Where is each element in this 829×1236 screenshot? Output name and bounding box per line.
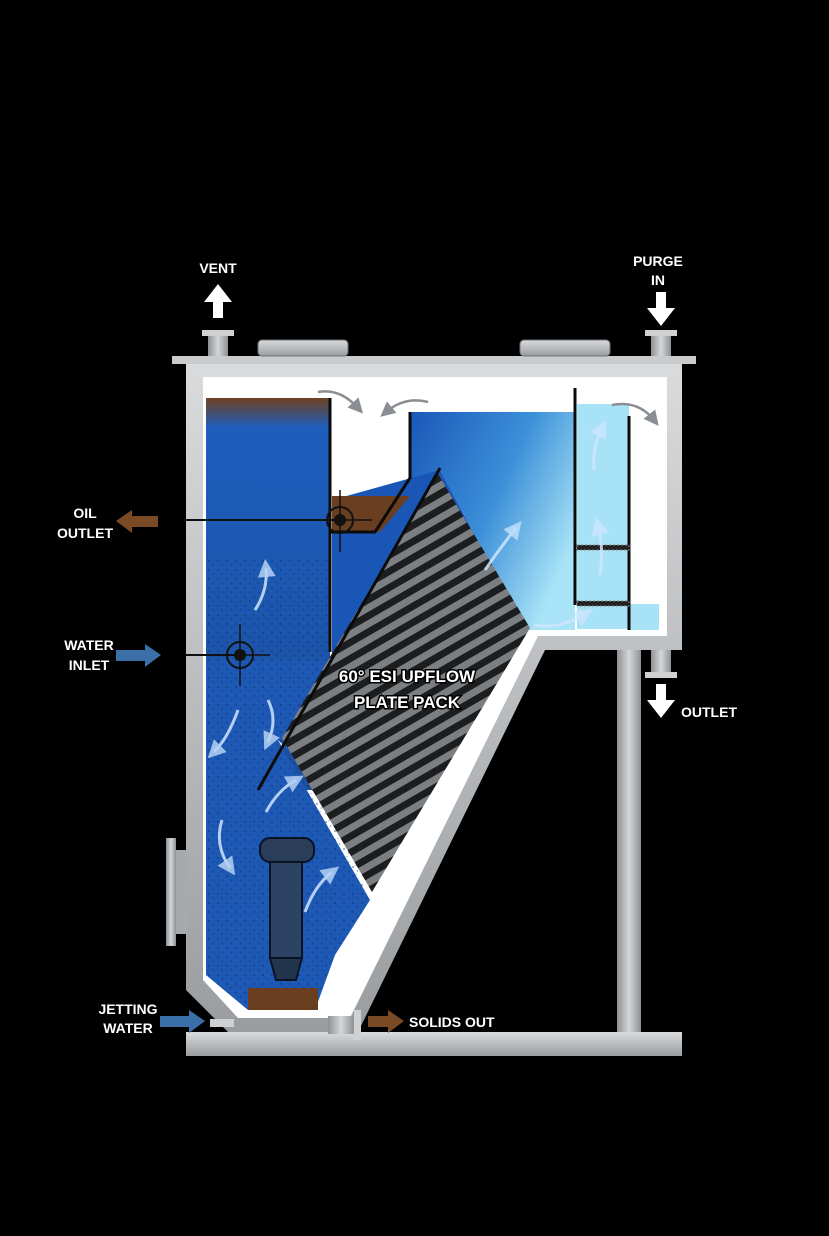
- side-flange: [166, 838, 176, 946]
- purge-label-1: PURGE: [633, 253, 683, 269]
- solids-out-arrow-icon: [368, 1010, 404, 1033]
- water-inlet-arrow-icon: [116, 644, 161, 667]
- outlet-bay-water: [629, 604, 659, 630]
- solids-out-label: SOLIDS OUT: [409, 1014, 495, 1030]
- vent-label: VENT: [199, 260, 237, 276]
- outlet-box-water: [577, 404, 629, 629]
- vent-arrow-icon: [204, 284, 232, 318]
- purge-label-2: IN: [651, 272, 665, 288]
- jetting-nozzle: [210, 1019, 234, 1027]
- support-leg: [617, 650, 641, 1032]
- plate-pack-label-1: 60° ESI UPFLOW: [339, 667, 476, 686]
- vent-nozzle: [202, 330, 234, 356]
- oil-outlet-label-1: OIL: [73, 505, 97, 521]
- base-rail: [186, 1032, 682, 1056]
- top-plate: [172, 356, 696, 364]
- outlet-nozzle: [645, 650, 677, 678]
- side-flange-neck: [176, 850, 188, 934]
- purge-nozzle: [645, 330, 677, 356]
- plate-pack-label-2: PLATE PACK: [354, 693, 461, 712]
- jetting-water-label-1: JETTING: [98, 1001, 157, 1017]
- outlet-arrow-icon: [647, 684, 675, 718]
- manway-right: [520, 340, 610, 356]
- purge-arrow-icon: [647, 292, 675, 326]
- oil-layer-left: [206, 398, 330, 428]
- jetting-arrow-icon: [160, 1010, 205, 1033]
- solids-layer: [248, 988, 318, 1010]
- jetting-water-label-2: WATER: [103, 1020, 153, 1036]
- outlet-label: OUTLET: [681, 704, 737, 720]
- water-inlet-label-1: WATER: [64, 637, 114, 653]
- oil-outlet-arrow-icon: [116, 510, 158, 533]
- oil-outlet-label-2: OUTLET: [57, 525, 113, 541]
- manway-left: [258, 340, 348, 356]
- water-inlet-label-2: INLET: [69, 657, 110, 673]
